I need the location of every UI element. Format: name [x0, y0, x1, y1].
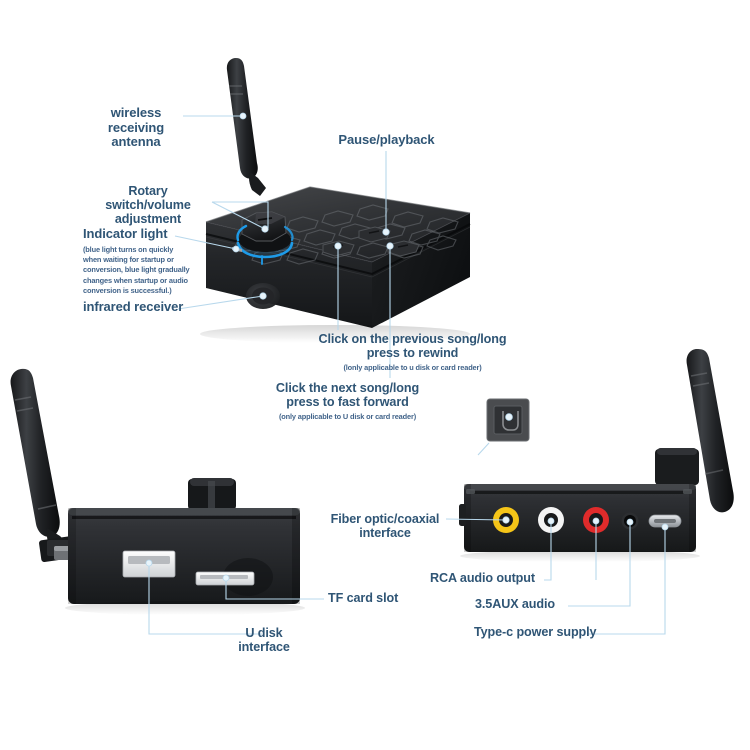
label-next-song: Click the next song/long press to fast f…	[275, 381, 420, 410]
optical-port-inset	[477, 398, 530, 456]
label-tf-card-slot: TF card slot	[328, 591, 399, 605]
tf-card-slot[interactable]	[195, 558, 273, 596]
rotary-knob[interactable]	[235, 211, 295, 265]
label-indicator-light: Indicator light	[83, 226, 168, 241]
antenna-right-device	[686, 349, 734, 513]
label-indicator-light-note: (blue light turns on quickly when waitin…	[83, 245, 190, 295]
label-rotary-switch: Rotary switch/volume adjustment	[105, 184, 191, 227]
label-infrared-receiver: infrared receiver	[83, 299, 184, 314]
label-rca-audio-output: RCA audio output	[430, 571, 535, 585]
device-right-face	[372, 213, 470, 328]
label-u-disk-interface: U disk interface	[238, 626, 290, 655]
device-top-view	[200, 58, 471, 343]
label-fiber-optic-coaxial: Fiber optic/coaxial interface	[330, 512, 440, 541]
label-previous-song-note: (lonly applicable to u disk or card read…	[343, 363, 482, 372]
leader-dots	[145, 112, 669, 582]
label-pause-playback: Pause/playback	[338, 132, 435, 147]
device-body-right	[464, 484, 696, 552]
rotary-knob-right[interactable]	[655, 448, 699, 485]
leader-lines	[148, 115, 666, 635]
label-typec-power: Type-c power supply	[474, 625, 597, 639]
antenna-top-device	[226, 58, 266, 196]
antenna-left-device	[10, 368, 77, 563]
pause-button[interactable]	[358, 226, 391, 243]
label-wireless-antenna: wireless receiving antenna	[107, 105, 165, 150]
label-previous-song: Click on the previous song/long press to…	[318, 332, 507, 361]
label-aux-audio: 3.5AUX audio	[475, 597, 555, 611]
rotary-knob-left[interactable]	[188, 478, 236, 510]
device-front-view	[10, 368, 305, 615]
next-button[interactable]	[387, 240, 420, 257]
label-next-song-note: (only applicable to U disk or card reade…	[278, 412, 417, 421]
